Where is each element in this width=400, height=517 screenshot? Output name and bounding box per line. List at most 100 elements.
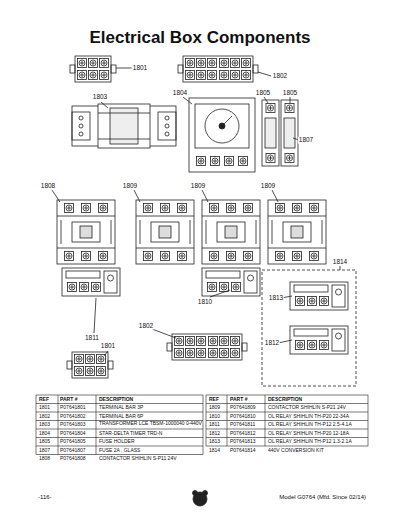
table-cell: CONTACTOR SHIHLIN S-P11 24V: [99, 456, 177, 461]
callout-number: 1809: [122, 183, 138, 190]
callout-number: 1809: [190, 183, 206, 190]
table-header: REF: [209, 397, 219, 402]
overload-relay: [202, 268, 260, 296]
table-header: PART #: [230, 397, 247, 402]
table-cell: P07641805: [60, 439, 86, 444]
table-cell: 1808: [39, 456, 50, 461]
kit-outline: [262, 270, 356, 386]
table-cell: TERMINAL BAR 6P: [99, 414, 143, 419]
table-cell: CONTACTOR SHIHLIN S-P21 24V: [268, 405, 346, 410]
table-cell: P07641810: [230, 414, 256, 419]
terminal-bar-6p: [167, 334, 247, 360]
table-cell: 1807: [39, 448, 50, 453]
table-cell: P07641803: [60, 422, 86, 427]
table-cell: TERMINAL BAR 3P: [99, 405, 143, 410]
table-cell: FUSE 2A , GLASS: [99, 448, 140, 453]
table-cell: P07641812: [230, 431, 256, 436]
leader-line: [152, 329, 176, 338]
table-cell: 1804: [39, 431, 50, 436]
model-note: Model G0764 (Mfd. Since 02/14): [279, 494, 366, 500]
table-cell: 1810: [209, 414, 220, 419]
leader-line: [52, 190, 60, 202]
table-cell: P07641804: [60, 431, 86, 436]
callout-number: 1802: [138, 323, 154, 330]
table-header: DESCRIPTION: [99, 397, 133, 402]
callout-number: 1807: [298, 137, 314, 144]
leader-line: [272, 190, 278, 202]
table-cell: 1805: [39, 439, 50, 444]
callout-number: 1802: [272, 73, 288, 80]
table-cell: OL RELAY SHIHLIN TH-P20 22-34A: [268, 414, 349, 419]
table-cell: FUSE HOLDER: [99, 439, 135, 444]
terminal-bar-3p: [70, 56, 116, 82]
table-cell: P07641808: [60, 456, 86, 461]
star-delta-timer: [189, 98, 255, 172]
overload-relay: [62, 268, 120, 296]
leader-line: [264, 97, 268, 103]
table-cell: OL RELAY SHIHLIN TH-P20 12-18A: [268, 431, 349, 436]
callout-number: 1805: [255, 90, 271, 97]
leader-line: [104, 351, 108, 356]
table-cell: 1803: [39, 422, 50, 427]
fuse-holder: [262, 100, 298, 166]
contactor: [202, 200, 260, 264]
callout-number: 1803: [92, 94, 108, 101]
callout-number: 1813: [268, 295, 284, 302]
bear-logo: [193, 491, 208, 507]
table-header: PART #: [60, 397, 77, 402]
overload-relay: [290, 282, 348, 310]
leader-line: [202, 190, 208, 202]
table-cell: P07641813: [230, 439, 256, 444]
page-title: Electrical Box Components: [89, 29, 310, 46]
callout-number: 1801: [100, 343, 116, 350]
overload-relay: [290, 326, 348, 354]
table-cell: 1812: [209, 431, 220, 436]
table-grid: [36, 395, 368, 455]
leader-line: [340, 266, 341, 270]
page-number: -116-: [38, 494, 52, 500]
table-cell: OL RELAY SHIHLIN TH-P12 2.5-4.1A: [268, 422, 352, 427]
callout-number: 1812: [264, 340, 280, 347]
table-cell: P07641802: [60, 414, 86, 419]
table-cell: P07641801: [60, 405, 86, 410]
table-cell: 1809: [209, 405, 220, 410]
table-cell: OL RELAY SHIHLIN TH-P12 1.3-2.1A: [268, 439, 352, 444]
contactor: [57, 200, 115, 264]
table-cell: 1802: [39, 414, 50, 419]
table-cell: P07641809: [230, 405, 256, 410]
table-cell: 440V CONVERSION KIT: [268, 448, 324, 453]
callout-number: 1804: [172, 90, 188, 97]
leader-line: [183, 97, 192, 104]
leader-line: [134, 190, 140, 202]
table-cell: P07641811: [230, 422, 255, 427]
callout-number: 1814: [332, 259, 348, 266]
table-header: REF: [39, 397, 49, 402]
table-cell: 1811: [209, 422, 220, 427]
table-cell: 1801: [39, 405, 50, 410]
transformer: [72, 104, 176, 148]
contactor: [268, 200, 326, 264]
table-header: DESCRIPTION: [268, 397, 302, 402]
callout-number: 1801: [132, 65, 148, 72]
leader-line: [258, 72, 271, 76]
callout-number: 1811: [84, 335, 100, 342]
leader-line: [116, 68, 132, 69]
table-cell: P07641807: [60, 448, 86, 453]
table-cell: STAR-DELTA TIMER TRD-N: [99, 431, 162, 436]
callout-number: 1809: [260, 183, 276, 190]
callout-number: 1808: [40, 183, 56, 190]
terminal-bar-6p: [178, 56, 258, 82]
callout-number: 1805: [282, 90, 298, 97]
table-cell: 1813: [209, 439, 220, 444]
terminal-bar-3p: [67, 352, 113, 378]
table-cell: P07641814: [230, 448, 256, 453]
leader-line: [101, 102, 108, 108]
leader-line: [210, 290, 230, 297]
callout-number: 1810: [197, 299, 213, 306]
table-cell: TRANSFORMER LCE TBSM-1000040 0-440V: [99, 422, 202, 427]
leader-line: [94, 298, 96, 333]
table-cell: 1814: [209, 448, 220, 453]
contactor: [136, 200, 194, 264]
leader-line: [290, 97, 291, 103]
